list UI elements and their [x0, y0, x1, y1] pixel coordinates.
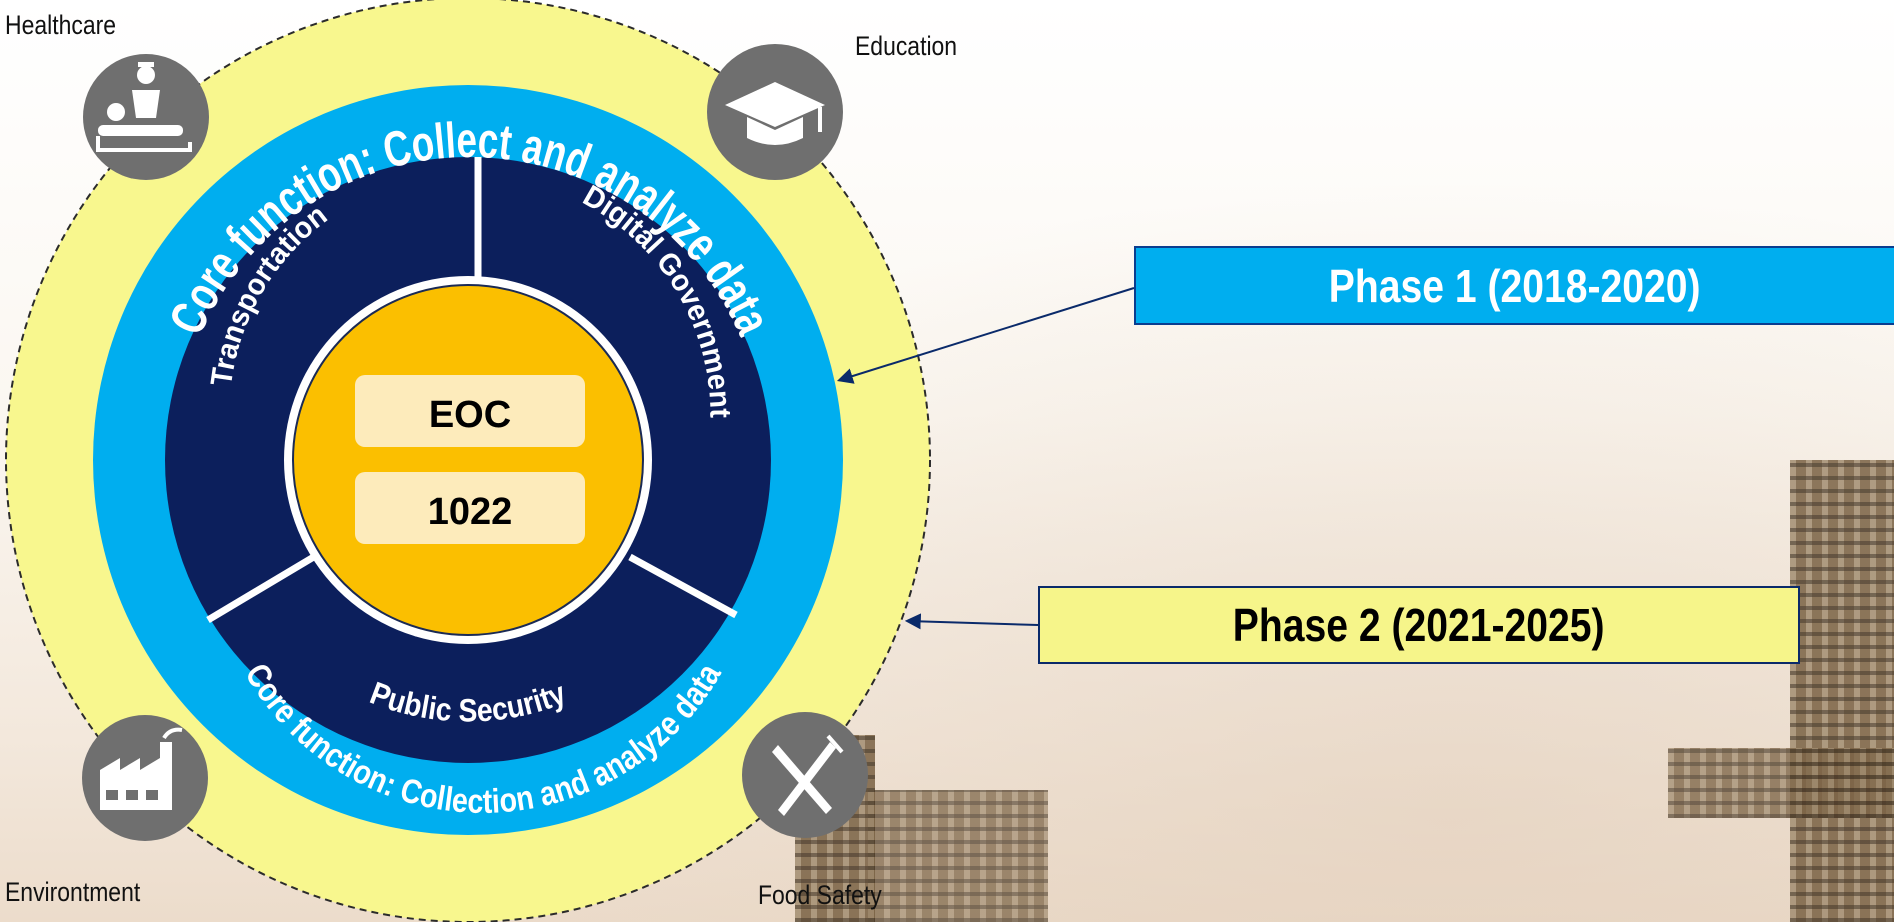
knife-fork-icon: [742, 712, 868, 838]
label-environment: Environtment: [5, 877, 141, 907]
center-box-1: [355, 375, 585, 447]
background-building-right: [1790, 460, 1894, 922]
nurse-patient-icon: [83, 54, 209, 180]
label-healthcare: Healthcare: [5, 10, 116, 40]
graduation-cap-icon: [707, 44, 843, 180]
background-building-right-deck: [1668, 748, 1894, 818]
phase2-box: Phase 2 (2021-2025): [1038, 586, 1800, 664]
center-box-2: [355, 472, 585, 544]
phase1-arrow: [836, 287, 1135, 384]
label-education: Education: [855, 31, 958, 61]
sector-divider-right: [628, 553, 738, 619]
label-food-safety: Food Safety: [758, 880, 882, 910]
phase2-arrow: [904, 613, 1039, 630]
phase2-label: Phase 2 (2021-2025): [1233, 599, 1605, 651]
sector-divider-left: [206, 551, 319, 624]
center-circle: [292, 284, 644, 636]
factory-icon: [82, 715, 208, 841]
phase1-box: Phase 1 (2018-2020): [1134, 246, 1894, 325]
phase1-label: Phase 1 (2018-2020): [1329, 259, 1701, 312]
background-building-left-annex: [868, 790, 1048, 922]
center-box-1-label: EOC: [429, 394, 511, 436]
center-box-2-label: 1022: [428, 491, 513, 533]
